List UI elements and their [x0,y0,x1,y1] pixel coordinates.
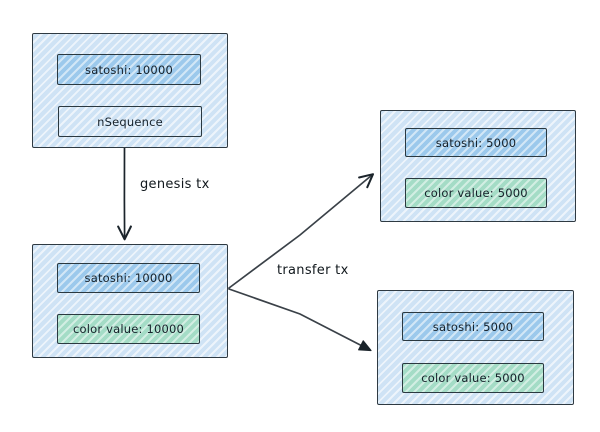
field-color-value-5000-top[interactable]: color value: 5000 [405,178,547,208]
edge-label-genesis-tx: genesis tx [140,177,210,192]
transfer-tx-arrow-bottom [228,288,372,352]
field-satoshi-5000-top[interactable]: satoshi: 5000 [405,128,547,157]
edge-label-transfer-tx: transfer tx [277,263,349,278]
field-satoshi-5000-bottom[interactable]: satoshi: 5000 [402,312,544,341]
tx-box-colored-output[interactable]: satoshi: 10000 color value: 10000 [32,244,228,358]
field-color-value-10000[interactable]: color value: 10000 [57,314,200,344]
field-satoshi-10000-input[interactable]: satoshi: 10000 [57,54,201,85]
field-satoshi-10000-output[interactable]: satoshi: 10000 [57,263,200,293]
tx-box-genesis-input[interactable]: satoshi: 10000 nSequence [32,33,228,148]
field-nsequence[interactable]: nSequence [58,106,202,137]
tx-box-transfer-bottom[interactable]: satoshi: 5000 color value: 5000 [377,290,574,405]
field-color-value-5000-bottom[interactable]: color value: 5000 [402,363,544,393]
tx-box-transfer-top[interactable]: satoshi: 5000 color value: 5000 [380,110,576,222]
